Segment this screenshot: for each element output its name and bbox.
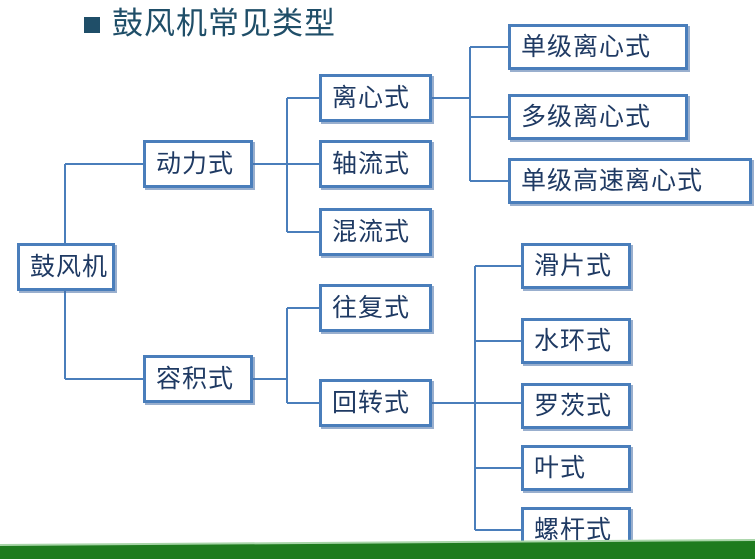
node-water-ring[interactable]: 水环式 <box>521 318 631 364</box>
node-roots[interactable]: 罗茨式 <box>521 383 631 429</box>
footer-green-band <box>0 535 755 559</box>
node-mixed-flow[interactable]: 混流式 <box>319 208 432 256</box>
node-label: 罗茨式 <box>534 392 613 420</box>
node-axial-flow[interactable]: 轴流式 <box>319 140 432 188</box>
node-root[interactable]: 鼓风机 <box>17 243 115 291</box>
filled-square-bullet-icon <box>84 17 100 33</box>
node-label: 鼓风机 <box>30 253 109 281</box>
node-blade[interactable]: 叶式 <box>521 445 631 491</box>
node-centrifugal[interactable]: 离心式 <box>319 74 432 122</box>
node-label: 螺杆式 <box>534 516 613 544</box>
node-sliding-vane[interactable]: 滑片式 <box>521 243 631 289</box>
node-label: 容积式 <box>156 365 235 393</box>
node-label: 水环式 <box>534 327 613 355</box>
node-label: 离心式 <box>332 84 411 112</box>
node-label: 滑片式 <box>534 252 613 280</box>
node-label: 多级离心式 <box>521 103 652 131</box>
node-displacement-type[interactable]: 容积式 <box>143 355 253 403</box>
node-rotary[interactable]: 回转式 <box>319 379 432 427</box>
node-reciprocating[interactable]: 往复式 <box>319 284 432 332</box>
page-title-text: 鼓风机常见类型 <box>112 6 336 41</box>
node-label: 单级离心式 <box>521 33 652 61</box>
node-dynamic-type[interactable]: 动力式 <box>143 140 253 188</box>
node-label: 动力式 <box>156 150 235 178</box>
node-label: 叶式 <box>534 454 587 482</box>
node-single-stage-centrifugal[interactable]: 单级离心式 <box>508 24 688 70</box>
node-label: 往复式 <box>332 294 411 322</box>
node-multistage-centrifugal[interactable]: 多级离心式 <box>508 94 688 140</box>
page-title: 鼓风机常见类型 <box>84 6 336 42</box>
node-label: 轴流式 <box>332 150 411 178</box>
node-label: 单级高速离心式 <box>521 167 704 195</box>
node-label: 回转式 <box>332 389 411 417</box>
node-label: 混流式 <box>332 218 411 246</box>
node-single-stage-high-speed-centrifugal[interactable]: 单级高速离心式 <box>508 158 752 204</box>
